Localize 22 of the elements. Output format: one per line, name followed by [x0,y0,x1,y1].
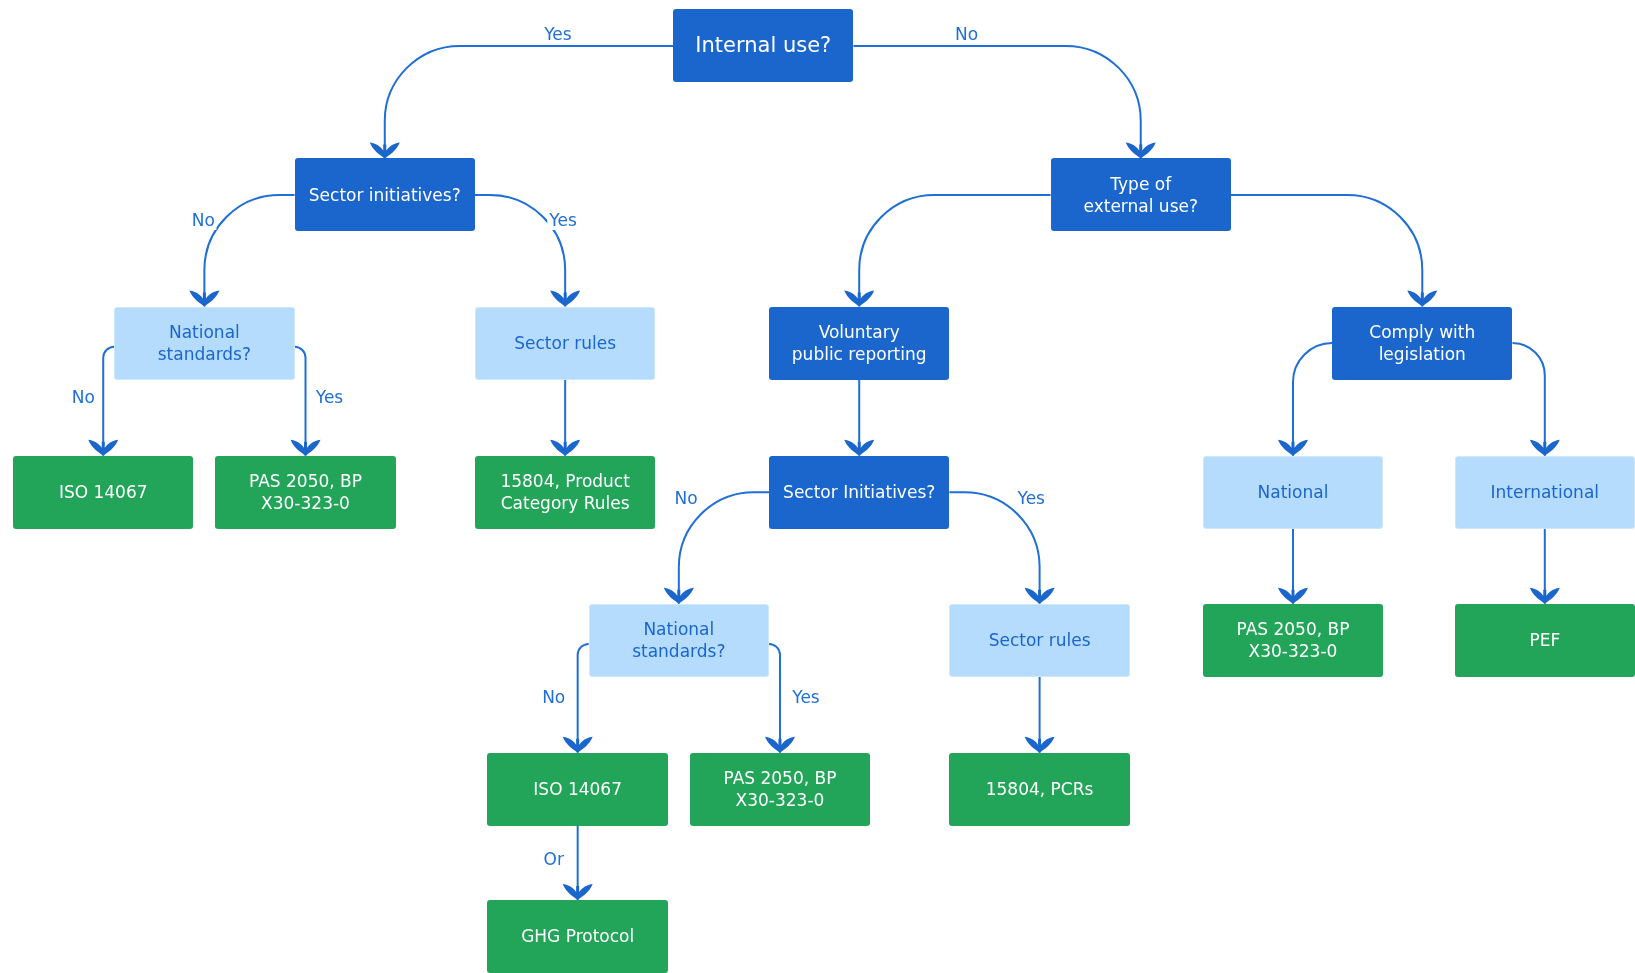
option-box: National [1202,455,1384,529]
question-box: Sector initiatives? [294,158,475,232]
option-box: National standards? [114,306,295,380]
option-box: Sector rules [474,306,656,380]
option-box: National standards? [588,603,769,677]
standard-box: PAS 2050, BP X30-323-0 [689,752,871,826]
question-box: Internal use? [673,9,854,83]
standard-box: GHG Protocol [487,900,668,973]
standard-box: PEF [1454,603,1635,677]
question-box: Sector Initiatives? [769,455,950,529]
standard-box: ISO 14067 [13,455,194,529]
question-box: Comply with legislation [1332,306,1513,380]
standard-box: 15804, Product Category Rules [474,455,656,529]
standard-box: 15804, PCRs [949,752,1130,826]
question-box: Voluntary public reporting [769,306,950,380]
option-box: Sector rules [949,603,1130,677]
question-box: Type of external use? [1050,158,1231,232]
standard-box: ISO 14067 [487,752,668,826]
option-box: International [1454,455,1635,529]
edge-label: Yes [547,210,579,230]
standard-box: PAS 2050, BP X30-323-0 [215,455,396,529]
standard-box: PAS 2050, BP X30-323-0 [1202,603,1384,677]
